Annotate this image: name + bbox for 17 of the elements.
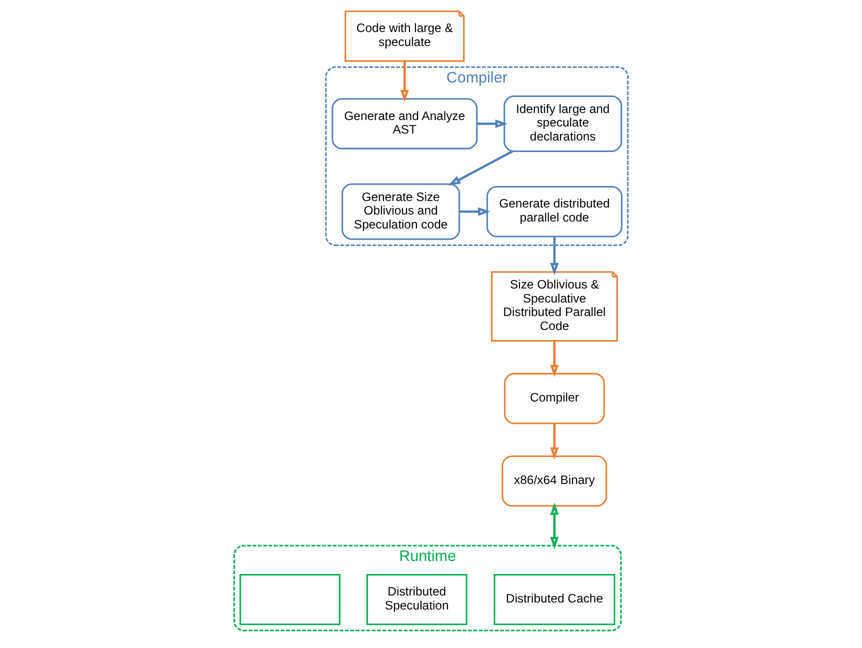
arrow (550, 236, 559, 276)
node-box: Identify large and speculate declarations (504, 95, 622, 152)
node-box (240, 574, 340, 626)
arrow (459, 207, 490, 216)
node-box: Distributed Cache (494, 574, 616, 626)
node-box: Generate Size Oblivious and Speculation code (342, 183, 460, 240)
arrow (448, 150, 513, 186)
node-box: x86/x64 Binary (502, 455, 608, 507)
arrow (550, 502, 559, 550)
node-box: Distributed Speculation (366, 574, 468, 626)
arrow (550, 340, 559, 378)
arrow (400, 61, 409, 102)
arrow (476, 119, 508, 128)
arrow (550, 423, 559, 460)
node-box: Generate and Analyze AST (332, 98, 478, 150)
node-box: Compiler (504, 372, 605, 424)
node-box: Generate distributed parallel code (486, 186, 622, 238)
